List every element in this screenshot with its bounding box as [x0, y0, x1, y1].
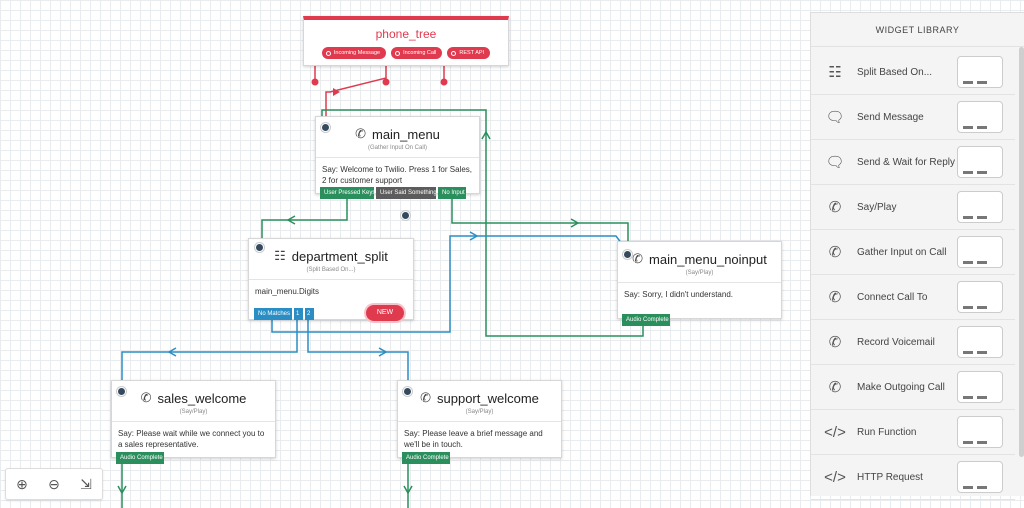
port-rest-api[interactable]: REST API [447, 47, 491, 59]
library-item-gather-input[interactable]: ✆ Gather Input on Call [811, 230, 1015, 275]
library-item-say-play[interactable]: ✆ Say/Play [811, 185, 1015, 230]
trigger-title: phone_tree [375, 27, 437, 41]
input-connector[interactable] [255, 243, 264, 252]
split-icon: ☷ [828, 64, 842, 81]
widget-main-menu[interactable]: ✆ main_menu (Gather Input On Call) Say: W… [315, 116, 480, 194]
trigger-widget[interactable]: phone_tree Incoming Message Incoming Cal… [303, 16, 509, 66]
fit-screen-icon[interactable]: ⇲ [80, 475, 92, 492]
port-ring-icon [451, 50, 457, 56]
library-item-split[interactable]: ☷ Split Based On... [811, 50, 1015, 95]
port-no-matches[interactable]: No Matches [254, 308, 292, 320]
widget-type: (Say/Play) [685, 270, 714, 276]
zoom-controls: ⊕ ⊖ ⇲ [5, 468, 103, 500]
widget-support-welcome[interactable]: ✆ support_welcome (Say/Play) Say: Please … [397, 380, 562, 458]
code-icon: </> [824, 423, 846, 441]
port-incoming-message[interactable]: Incoming Message [321, 47, 387, 59]
widget-main-menu-noinput[interactable]: ✆ main_menu_noinput (Say/Play) Say: Sorry… [617, 241, 782, 319]
widget-type: (Say/Play) [179, 409, 208, 415]
input-connector[interactable] [321, 123, 330, 132]
port-audio-complete[interactable]: Audio Complete [402, 452, 450, 464]
library-item-send-wait[interactable]: 🗨 Send & Wait for Reply [811, 140, 1015, 185]
port-audio-complete[interactable]: Audio Complete [116, 452, 164, 464]
message-wait-icon: 🗨 [825, 154, 845, 171]
port-audio-complete[interactable]: Audio Complete [622, 314, 670, 326]
widget-title: sales_welcome [157, 390, 247, 406]
library-item-label: Run Function [857, 426, 917, 438]
library-item-label: Say/Play [857, 201, 897, 213]
widget-thumbnail [957, 371, 1003, 403]
zoom-out-icon[interactable]: ⊖ [48, 475, 60, 492]
widget-thumbnail [957, 326, 1003, 358]
input-connector[interactable] [623, 250, 632, 259]
phone-icon: ✆ [355, 126, 366, 141]
output-connector[interactable] [401, 211, 410, 220]
port-ring-icon [325, 50, 331, 56]
input-connector[interactable] [117, 387, 126, 396]
port-user-pressed-keys[interactable]: User Pressed Keys [320, 187, 375, 199]
phone-icon: ✆ [420, 390, 431, 405]
zoom-in-icon[interactable]: ⊕ [16, 475, 28, 492]
library-item-http-request[interactable]: </> HTTP Request [811, 455, 1015, 500]
widget-thumbnail [957, 191, 1003, 223]
phone-icon: ✆ [828, 379, 842, 396]
widget-title: support_welcome [437, 390, 539, 406]
library-item-run-function[interactable]: </> Run Function [811, 410, 1015, 455]
port-incoming-call[interactable]: Incoming Call [391, 47, 443, 59]
widget-thumbnail [957, 101, 1003, 133]
library-item-record-voicemail[interactable]: ✆ Record Voicemail [811, 320, 1015, 365]
widget-thumbnail [957, 146, 1003, 178]
port-ring-icon [395, 50, 401, 56]
widget-thumbnail [957, 236, 1003, 268]
library-item-label: Send & Wait for Reply [857, 156, 956, 168]
widget-title: department_split [291, 248, 388, 264]
widget-title: main_menu_noinput [649, 251, 767, 267]
widget-body: Say: Please leave a brief message and we… [398, 421, 561, 456]
library-item-label: Record Voicemail [857, 336, 935, 348]
phone-icon: ✆ [828, 199, 842, 216]
library-item-label: Connect Call To [857, 291, 928, 303]
widget-body: Say: Welcome to Twilio. Press 1 for Sale… [316, 157, 479, 192]
port-condition-2[interactable]: 2 [305, 308, 314, 320]
widget-thumbnail [957, 461, 1003, 493]
port-condition-1[interactable]: 1 [294, 308, 303, 320]
library-item-outgoing-call[interactable]: ✆ Make Outgoing Call [811, 365, 1015, 410]
message-icon: 🗨 [825, 109, 845, 126]
library-item-label: Make Outgoing Call [857, 381, 945, 393]
phone-icon: ✆ [828, 289, 842, 306]
widget-body: main_menu.Digits [249, 279, 413, 315]
widget-type: (Gather Input On Call) [367, 145, 428, 151]
widget-department-split[interactable]: ☷ department_split (Split Based On...) ma… [248, 238, 414, 320]
library-title: WIDGET LIBRARY [811, 13, 1024, 47]
split-icon: ☷ [274, 248, 286, 263]
phone-icon: ✆ [828, 334, 842, 351]
widget-library-panel: WIDGET LIBRARY ☷ Split Based On... 🗨 Sen… [810, 12, 1024, 500]
widget-body: Say: Please wait while we connect you to… [112, 421, 275, 456]
library-item-label: Send Message [857, 111, 924, 123]
library-item-label: Split Based On... [857, 66, 933, 78]
widget-sales-welcome[interactable]: ✆ sales_welcome (Say/Play) Say: Please wa… [111, 380, 276, 458]
library-item-connect-call[interactable]: ✆ Connect Call To [811, 275, 1015, 320]
phone-icon: ✆ [632, 251, 644, 266]
widget-title: main_menu [371, 126, 440, 142]
library-item-label: HTTP Request [857, 471, 923, 483]
library-item-send-message[interactable]: 🗨 Send Message [811, 95, 1015, 140]
widget-thumbnail [957, 281, 1003, 313]
widget-type: (Say/Play) [465, 409, 494, 415]
new-condition-button[interactable]: NEW [366, 305, 404, 321]
phone-icon: ✆ [828, 244, 842, 261]
code-icon: </> [824, 468, 846, 486]
widget-thumbnail [957, 416, 1003, 448]
widget-type: (Split Based On...) [306, 267, 356, 273]
port-user-said-something[interactable]: User Said Something [376, 187, 437, 199]
library-scrollbar[interactable] [1019, 47, 1024, 457]
widget-thumbnail [957, 56, 1003, 88]
library-item-label: Gather Input on Call [857, 246, 947, 258]
widget-body: Say: Sorry, I didn't understand. [618, 282, 781, 306]
input-connector[interactable] [403, 387, 412, 396]
phone-icon: ✆ [140, 390, 152, 405]
port-no-input[interactable]: No Input [438, 187, 466, 199]
